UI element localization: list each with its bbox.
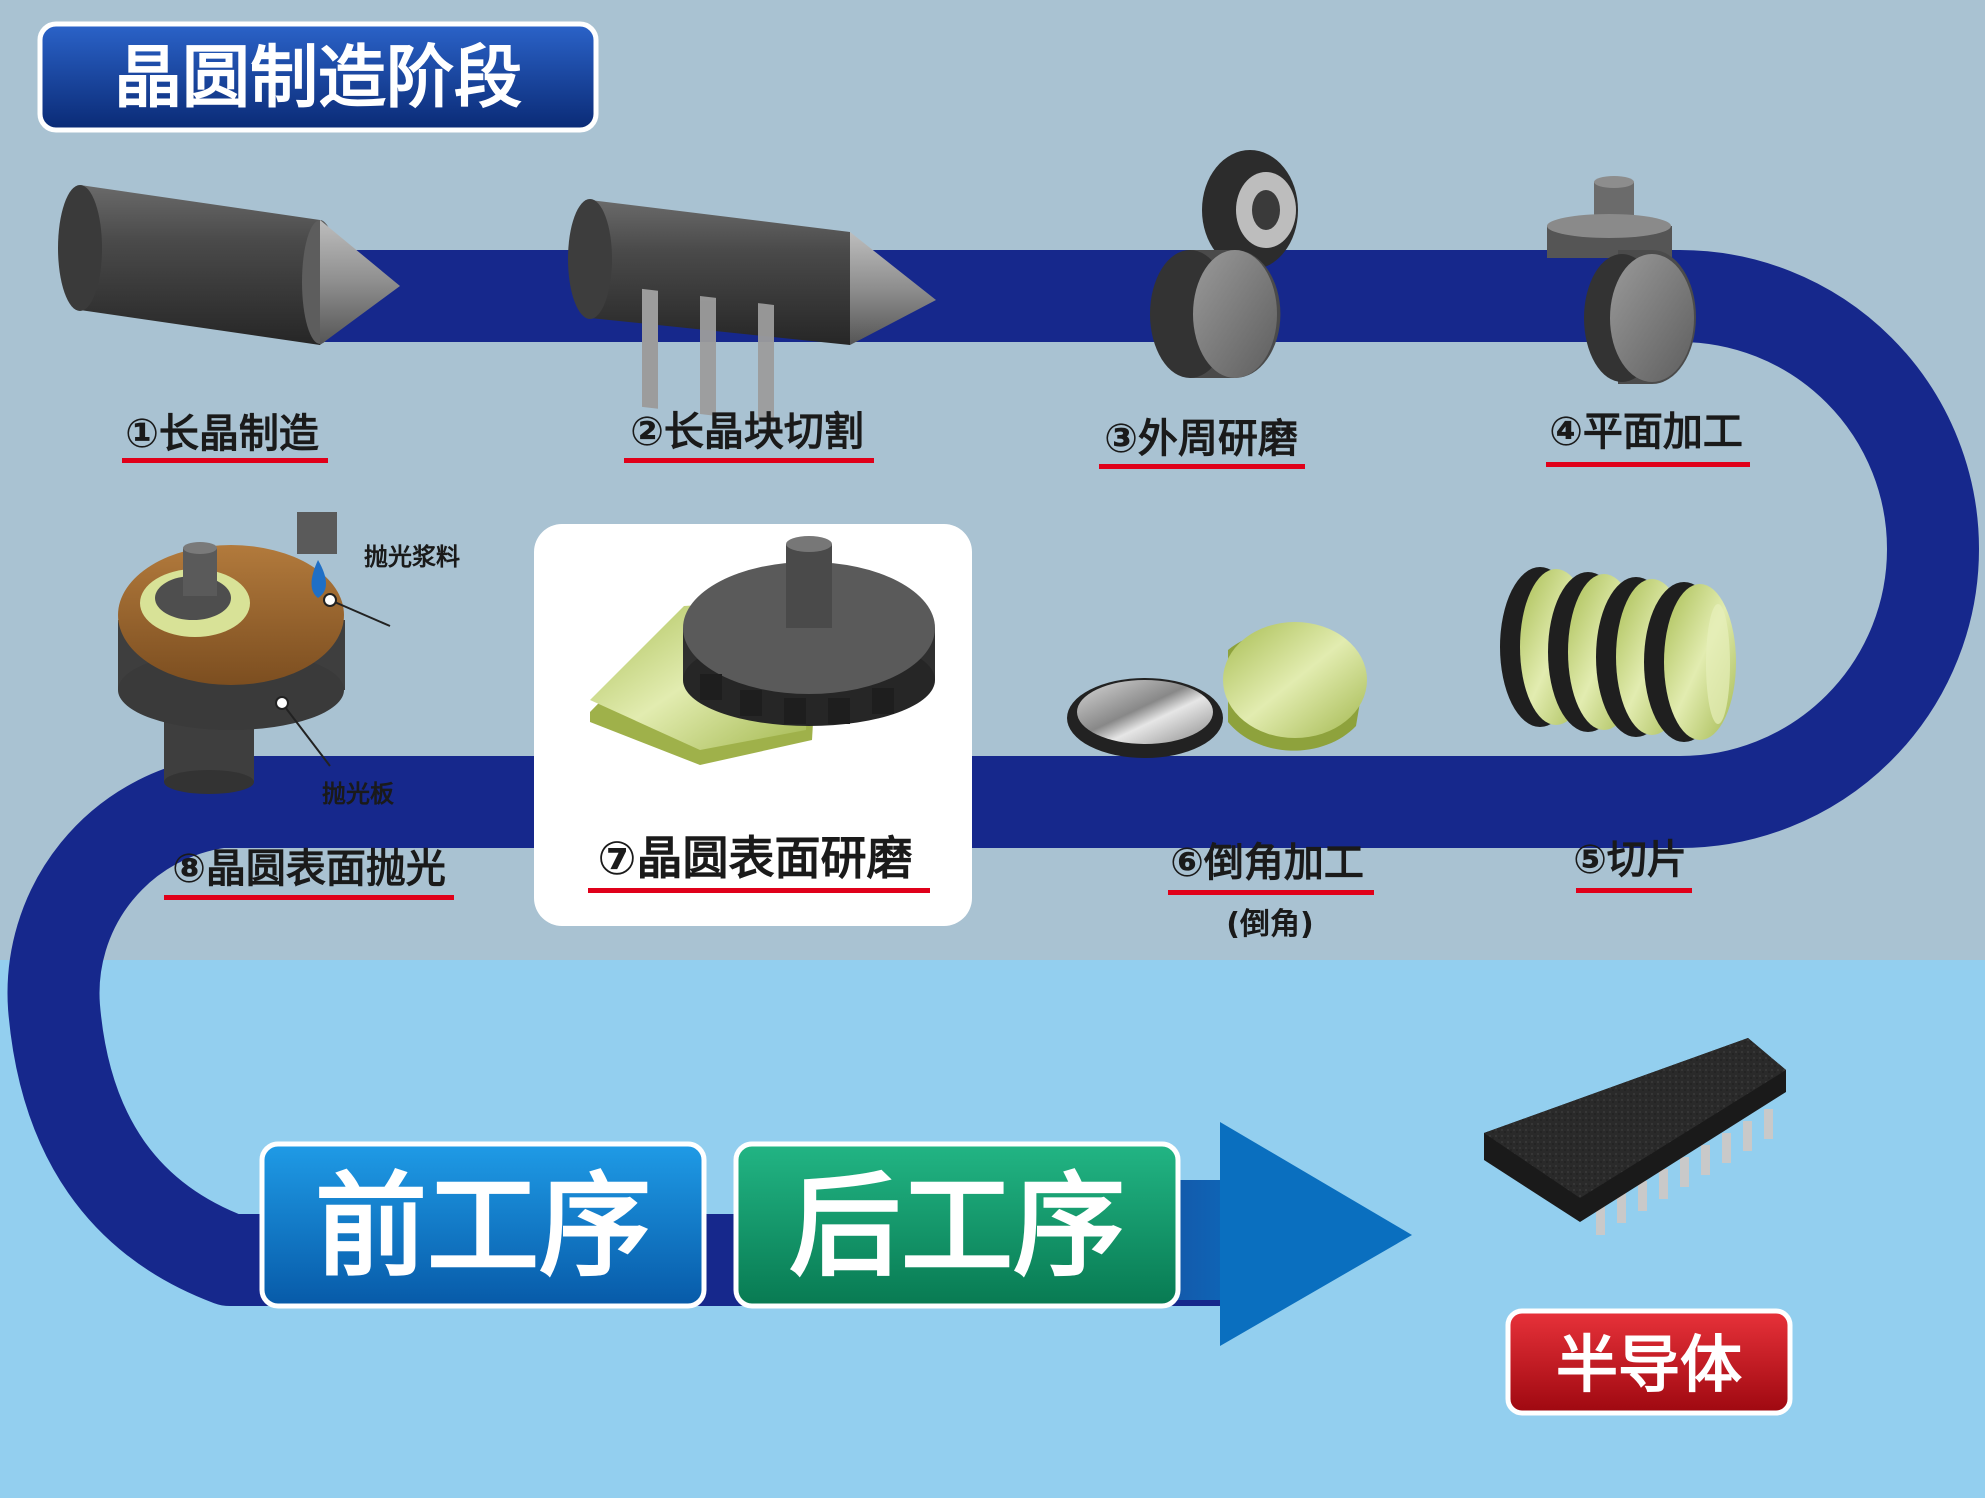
slurry-pointer-line (329, 599, 391, 627)
slicing-illustration (1500, 567, 1736, 742)
step-1-underline (122, 458, 328, 463)
slurry-annotation: 抛光浆料 (364, 543, 460, 571)
segmented-ingot-illustration (568, 199, 936, 424)
front-end-stage-box: 前工序 (259, 1141, 707, 1309)
step-7-label: ⑦晶圆表面研磨 (598, 831, 913, 885)
step-8-underline (164, 895, 454, 900)
step-5-label: ⑤切片 (1573, 837, 1687, 883)
ingot-illustration (58, 185, 400, 345)
step-8-label: ⑧晶圆表面抛光 (172, 846, 446, 892)
page-title: 晶圆制造阶段 (114, 39, 522, 118)
step-2-label: ②长晶块切割 (630, 409, 864, 455)
semiconductor-label: 半导体 (1556, 1328, 1742, 1401)
back-end-stage-box: 后工序 (733, 1141, 1181, 1309)
back-end-stage-label: 后工序 (789, 1162, 1125, 1292)
flat-processing-illustration (1547, 176, 1696, 384)
step-1-label: ①长晶制造 (125, 411, 319, 457)
step-2-underline (624, 458, 874, 463)
flow-arrow-head (1220, 1122, 1412, 1346)
step-6-underline (1168, 890, 1374, 895)
title-box: 晶圆制造阶段 (37, 21, 599, 133)
step-4-label: ④平面加工 (1549, 409, 1743, 455)
semiconductor-chip-illustration (1484, 1038, 1786, 1235)
step-6-sublabel: (倒角) (1226, 907, 1313, 942)
chamfer-illustration (1067, 622, 1367, 758)
pad-pointer-line (281, 702, 331, 767)
grinding-wheel-illustration (1150, 150, 1298, 378)
step-4-underline (1546, 462, 1750, 467)
process-flow-band (7, 250, 1979, 1306)
step-7-highlight-box (534, 524, 972, 926)
front-end-stage-label: 前工序 (315, 1162, 651, 1292)
step-7-underline (588, 888, 930, 893)
semiconductor-result-box: 半导体 (1505, 1308, 1793, 1416)
step-5-underline (1576, 888, 1692, 893)
step-3-underline (1099, 464, 1305, 469)
polishing-illustration (118, 512, 391, 794)
pad-annotation: 抛光板 (322, 780, 395, 808)
step-6-label: ⑥倒角加工 (1170, 840, 1364, 886)
step-3-label: ③外周研磨 (1104, 416, 1298, 462)
